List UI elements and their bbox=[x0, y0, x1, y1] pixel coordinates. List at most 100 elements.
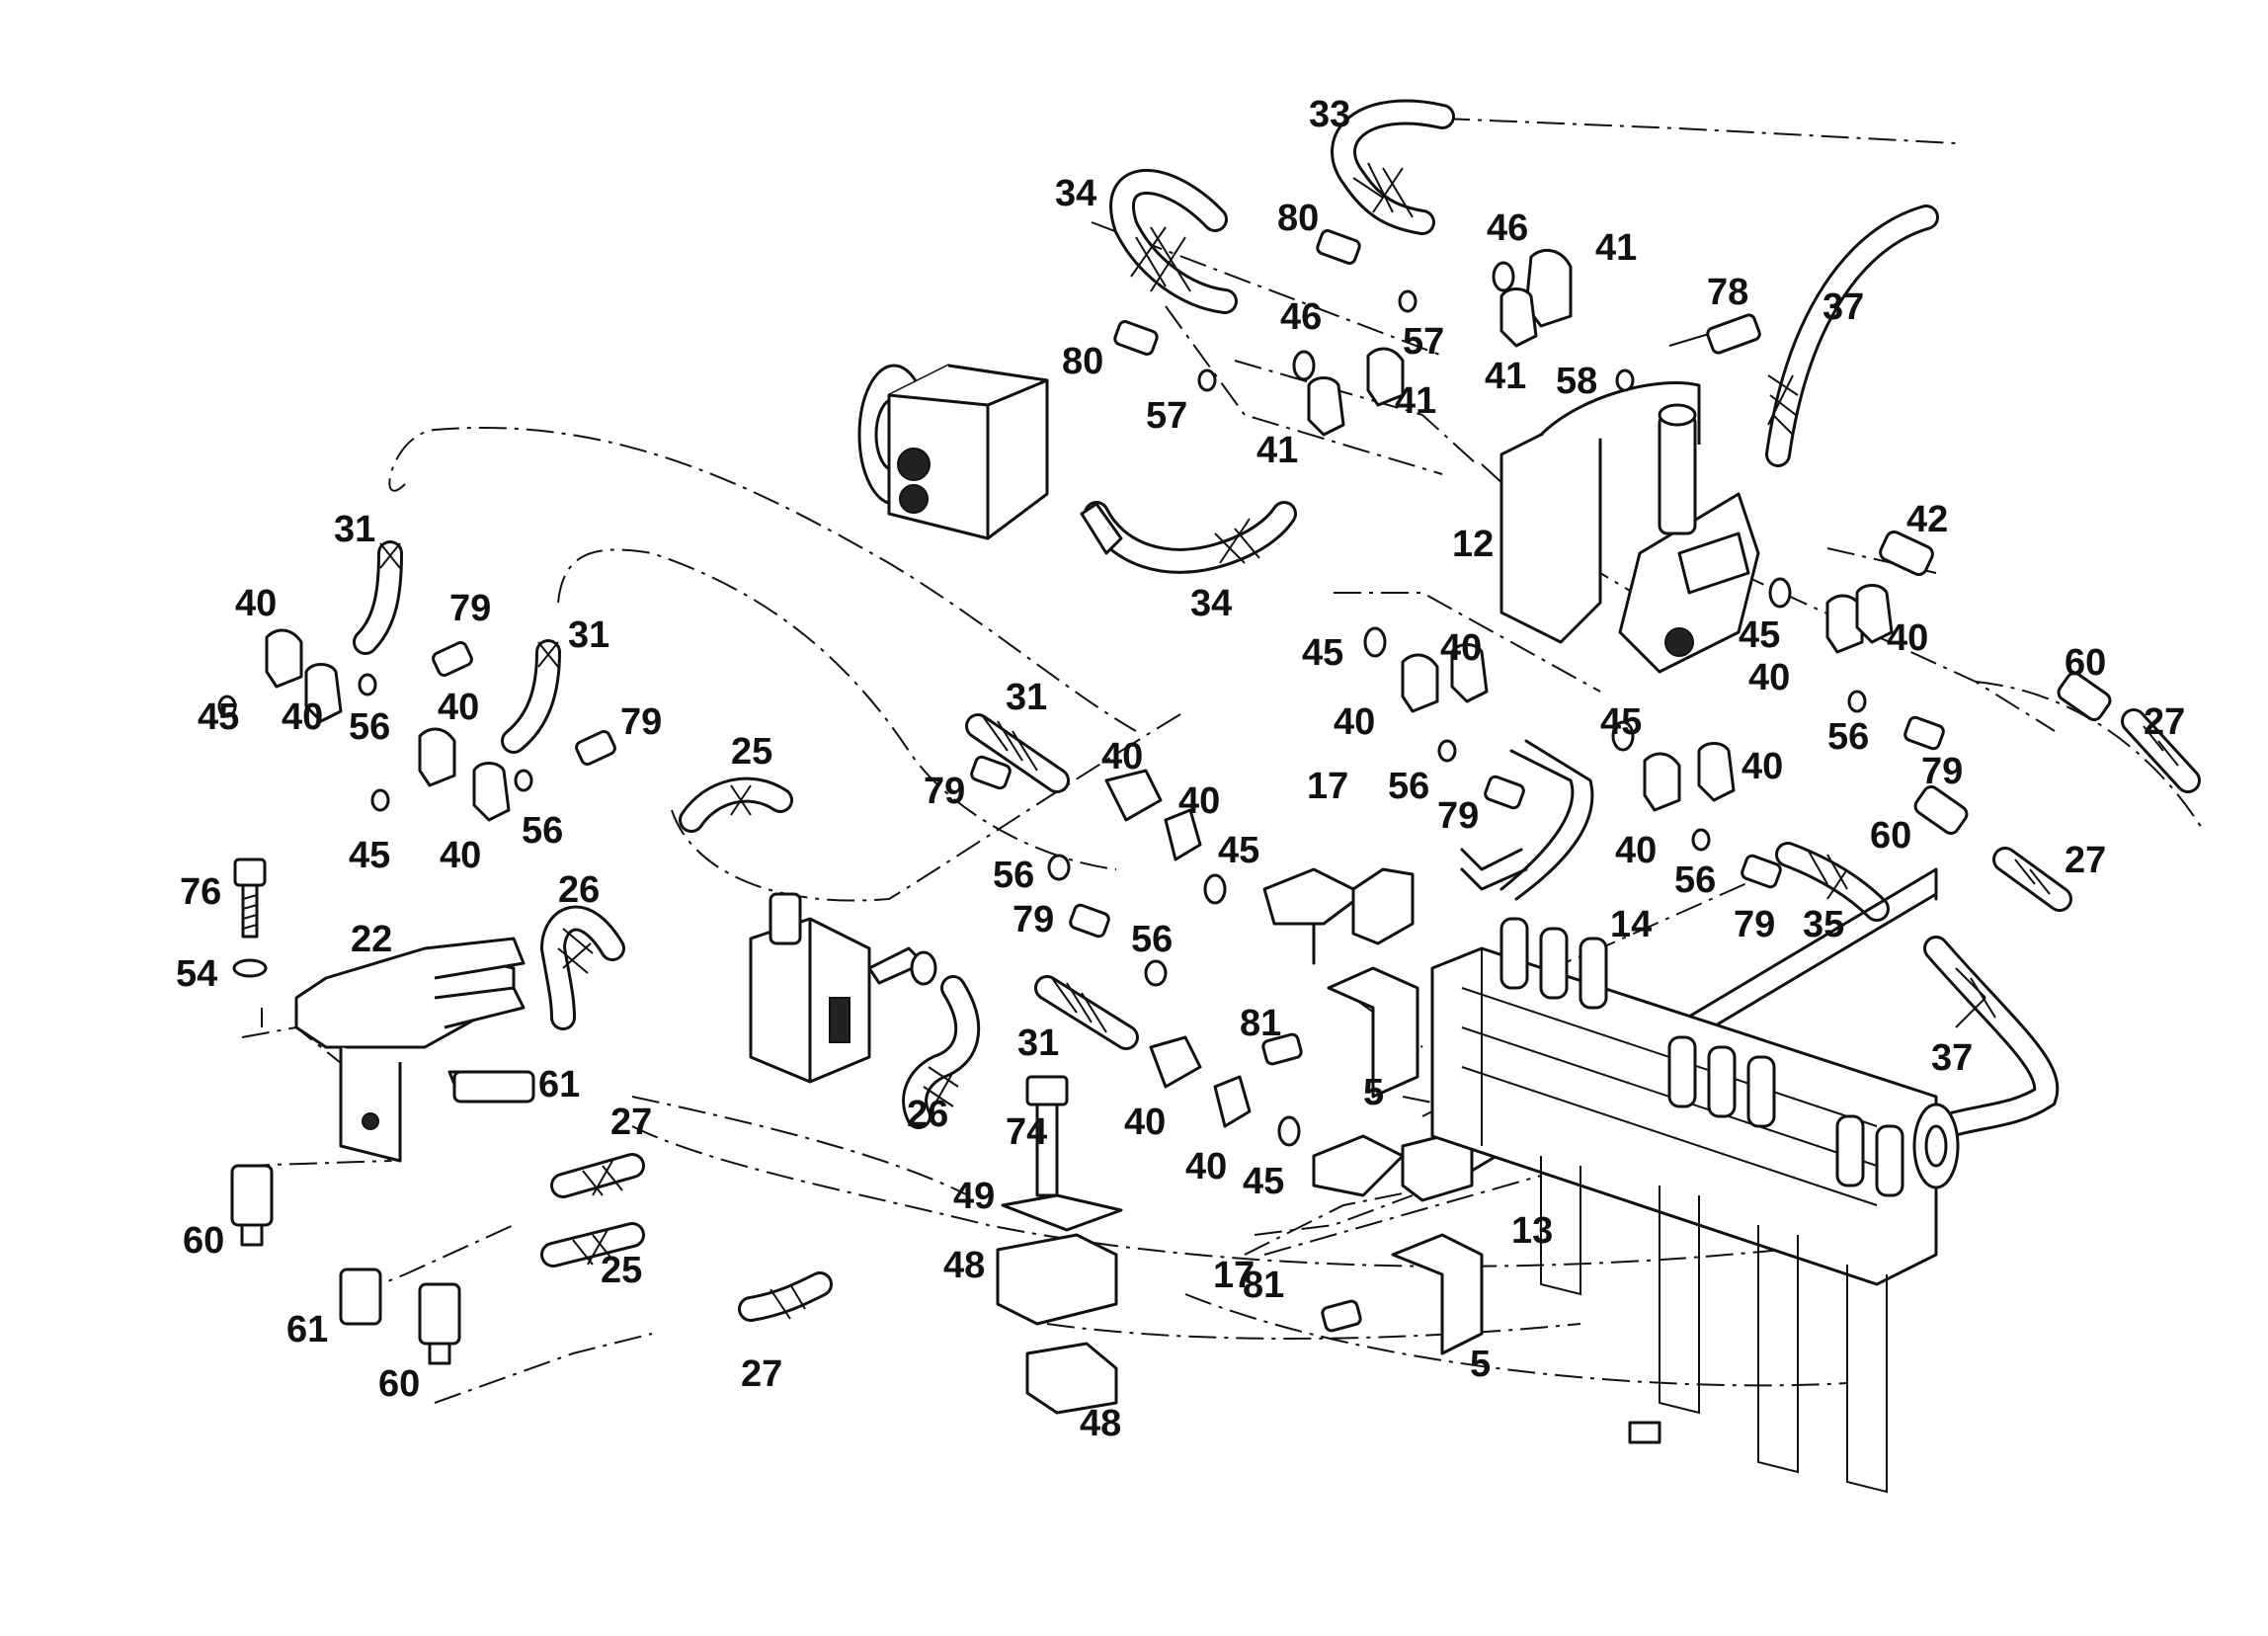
callout-34: 34 bbox=[1190, 583, 1232, 624]
callout-58: 58 bbox=[1556, 361, 1597, 402]
fitting-60-b bbox=[418, 1282, 461, 1365]
callout-79: 79 bbox=[924, 771, 965, 812]
bolt-76 bbox=[233, 858, 267, 939]
hose-31-b bbox=[501, 639, 561, 754]
callout-56: 56 bbox=[1827, 716, 1869, 758]
flange-37 bbox=[1912, 1103, 1960, 1189]
hydraulic-pump bbox=[857, 364, 1049, 540]
callout-80: 80 bbox=[1062, 341, 1103, 382]
callout-46: 46 bbox=[1280, 296, 1322, 338]
callout-74: 74 bbox=[1006, 1111, 1047, 1153]
fitting-60-d bbox=[1913, 785, 1969, 835]
callout-25: 25 bbox=[731, 731, 772, 773]
callout-56: 56 bbox=[1674, 859, 1716, 901]
callout-31: 31 bbox=[334, 509, 375, 550]
callout-57: 57 bbox=[1146, 395, 1187, 437]
distributor-caps bbox=[1499, 917, 1904, 1197]
callout-40: 40 bbox=[1748, 657, 1790, 698]
callout-17: 17 bbox=[1213, 1255, 1255, 1296]
callout-45: 45 bbox=[1600, 701, 1642, 743]
hose-35 bbox=[1775, 842, 1890, 922]
fitting-60-c bbox=[2057, 672, 2112, 721]
flange-clamps bbox=[265, 248, 1894, 1128]
callout-5: 5 bbox=[1363, 1072, 1384, 1113]
callout-41: 41 bbox=[1595, 227, 1637, 269]
fitting-42 bbox=[1879, 530, 1934, 577]
fitting-61-b bbox=[339, 1268, 382, 1326]
callout-79: 79 bbox=[1734, 904, 1775, 945]
callout-45: 45 bbox=[349, 835, 390, 876]
callout-56: 56 bbox=[1131, 919, 1173, 960]
callout-79: 79 bbox=[1437, 795, 1479, 837]
hose-33 bbox=[1331, 99, 1455, 235]
callout-80: 80 bbox=[1277, 198, 1319, 239]
callout-26: 26 bbox=[558, 869, 600, 911]
fitting-60-a bbox=[230, 1164, 274, 1247]
callout-34: 34 bbox=[1055, 173, 1096, 214]
callout-56: 56 bbox=[349, 706, 390, 748]
callout-79: 79 bbox=[620, 701, 662, 743]
bracket-5-upper bbox=[1327, 966, 1419, 1099]
callout-41: 41 bbox=[1395, 380, 1436, 422]
callout-25: 25 bbox=[601, 1250, 642, 1291]
callout-79: 79 bbox=[1012, 899, 1054, 941]
hose-31-c bbox=[965, 713, 1070, 793]
pipe-17-upper bbox=[1262, 867, 1415, 965]
callout-27: 27 bbox=[2144, 701, 2185, 743]
callout-37: 37 bbox=[1931, 1037, 1973, 1079]
washer-54 bbox=[232, 958, 268, 978]
callout-5: 5 bbox=[1470, 1344, 1491, 1385]
callout-27: 27 bbox=[610, 1102, 652, 1143]
hose-34-upper bbox=[1109, 169, 1238, 314]
callout-45: 45 bbox=[1218, 830, 1259, 871]
hose-37-lower bbox=[1923, 936, 2060, 1139]
callout-41: 41 bbox=[1485, 356, 1526, 397]
callout-60: 60 bbox=[183, 1220, 224, 1262]
callout-40: 40 bbox=[1185, 1146, 1227, 1187]
callout-81: 81 bbox=[1240, 1003, 1281, 1044]
hose-26-upper bbox=[539, 905, 625, 1030]
clamp-48-49 bbox=[996, 1075, 1123, 1415]
callout-40: 40 bbox=[1887, 617, 1928, 659]
callout-45: 45 bbox=[198, 696, 239, 738]
hose-31-a bbox=[353, 540, 403, 655]
callout-40: 40 bbox=[1440, 627, 1482, 669]
callout-76: 76 bbox=[180, 871, 221, 913]
pipe-17-lower bbox=[1312, 1134, 1474, 1202]
callout-54: 54 bbox=[176, 953, 217, 995]
callout-12: 12 bbox=[1452, 524, 1494, 565]
callout-60: 60 bbox=[1870, 815, 1911, 857]
hose-25-lower bbox=[540, 1222, 645, 1268]
callout-40: 40 bbox=[1615, 830, 1657, 871]
pipe-34-elbow bbox=[1080, 502, 1123, 555]
hose-27-c bbox=[2121, 708, 2201, 793]
callout-45: 45 bbox=[1243, 1161, 1284, 1202]
hose-37-upper bbox=[1765, 204, 1939, 467]
callout-40: 40 bbox=[1101, 736, 1143, 777]
hose-26-lower bbox=[902, 975, 981, 1129]
callout-41: 41 bbox=[1256, 430, 1298, 471]
callout-40: 40 bbox=[235, 583, 277, 624]
callout-13: 13 bbox=[1511, 1210, 1553, 1252]
callout-61: 61 bbox=[538, 1064, 580, 1105]
callout-56: 56 bbox=[522, 810, 563, 852]
hose-25-upper bbox=[679, 777, 793, 833]
hose-34-lower bbox=[1084, 501, 1297, 574]
callout-40: 40 bbox=[1178, 780, 1220, 822]
callout-56: 56 bbox=[1388, 766, 1429, 807]
distributor-block bbox=[1430, 917, 1938, 1494]
callout-labels: 33 34 80 46 41 78 37 57 41 58 80 46 57 4… bbox=[176, 94, 2185, 1444]
hose-27-b bbox=[738, 1271, 833, 1322]
callout-17: 17 bbox=[1307, 766, 1348, 807]
callout-27: 27 bbox=[2065, 840, 2106, 881]
callout-61: 61 bbox=[286, 1309, 328, 1350]
callout-40: 40 bbox=[1334, 701, 1375, 743]
callout-40: 40 bbox=[438, 687, 479, 728]
callout-33: 33 bbox=[1309, 94, 1350, 135]
control-valve-12 bbox=[1499, 381, 1760, 674]
callout-31: 31 bbox=[1017, 1022, 1059, 1064]
callout-40: 40 bbox=[282, 696, 323, 738]
callout-22: 22 bbox=[351, 919, 392, 960]
callout-45: 45 bbox=[1302, 632, 1343, 674]
